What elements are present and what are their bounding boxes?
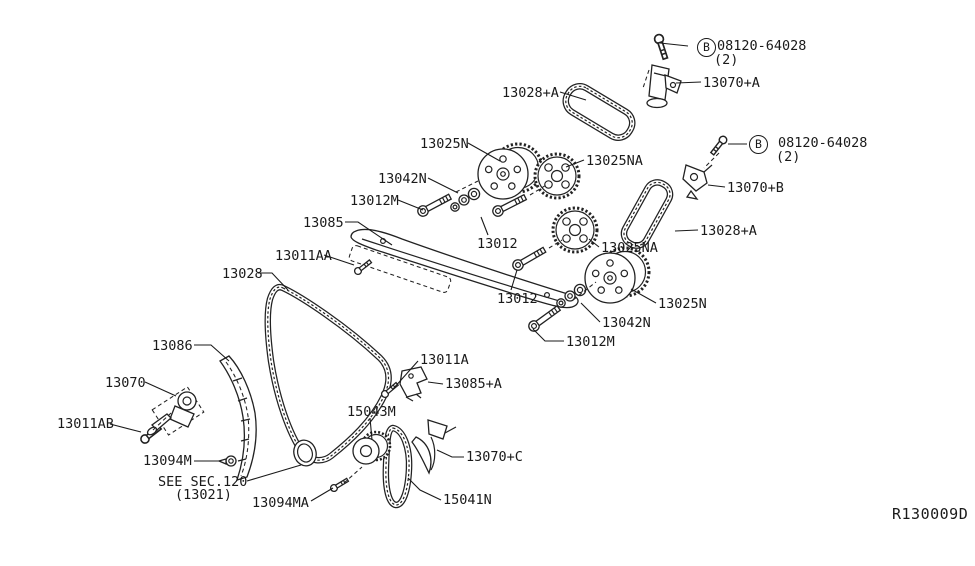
- intake-vtc-sprocket-drawing: [476, 142, 544, 201]
- chain-guide-drawing: [348, 228, 579, 309]
- oil-pump-sprocket-drawing: [352, 430, 392, 465]
- part-label-13070a: 13070+A: [703, 75, 760, 91]
- part-label-13070b: 13070+B: [727, 180, 784, 196]
- part-label-13085: 13085: [303, 215, 344, 231]
- bolt-spec-qty-2: (2): [776, 149, 801, 165]
- camshaft-chain-right-drawing: [620, 178, 674, 249]
- bolt-callout-b-icon-2: B: [749, 135, 768, 154]
- exhaust-sprocket-2-drawing: [551, 206, 599, 254]
- part-label-13012m-2: 13012M: [566, 334, 615, 350]
- plug-13094m-drawing: [217, 455, 237, 467]
- part-label-13025n: 13025N: [420, 136, 469, 152]
- bolt-13094ma-drawing: [328, 476, 350, 494]
- chain-tensioner-c-drawing: [411, 419, 457, 475]
- chain-tensioner-a-drawing: [642, 64, 682, 109]
- part-label-15043m: 15043M: [347, 404, 396, 420]
- assembly-dashed-lines: [152, 152, 720, 484]
- bolt-13011aa-drawing: [352, 257, 374, 277]
- part-label-13012: 13012: [477, 236, 518, 252]
- part-label-13086: 13086: [152, 338, 193, 354]
- exhaust-sprocket-drawing: [533, 152, 581, 200]
- part-label-13025n-2: 13025N: [658, 296, 707, 312]
- cam-bolt-13012m-drawing: [415, 191, 454, 219]
- part-label-13085a: 13085+A: [445, 376, 502, 392]
- part-label-13025na: 13025NA: [586, 153, 643, 169]
- part-label-13042n-2: 13042N: [602, 315, 651, 331]
- chain-tensioner-b-drawing: [682, 164, 713, 200]
- part-label-13011aa: 13011AA: [275, 248, 332, 264]
- bolt-spec-code-2: 08120-64028: [778, 135, 868, 151]
- bolt-spec-qty: (2): [714, 52, 739, 68]
- see-section-note: SEE SEC.120: [158, 474, 248, 490]
- bolt-b1-drawing: [652, 32, 671, 61]
- part-label-13028a-2: 13028+A: [700, 223, 757, 239]
- part-label-13011a: 13011A: [420, 352, 469, 368]
- guide-bracket-drawing: [399, 366, 428, 402]
- part-label-13042n: 13042N: [378, 171, 427, 187]
- part-label-13094m: 13094M: [143, 453, 192, 469]
- part-label-13028a: 13028+A: [502, 85, 559, 101]
- camshaft-chain-top-drawing: [561, 81, 637, 142]
- leader-lines: [109, 42, 747, 502]
- bolt-callout-b-icon: B: [697, 38, 716, 57]
- part-label-13012-2: 13012: [497, 291, 538, 307]
- part-label-13025na-2: 13025NA: [601, 240, 658, 256]
- part-label-13011ab: 13011AB: [57, 416, 114, 432]
- cam-bolt-13012m-2-drawing: [526, 303, 563, 334]
- part-label-13094ma: 13094MA: [252, 495, 309, 511]
- diagram-reference-code: R130009D: [892, 505, 969, 523]
- part-label-13012m: 13012M: [350, 193, 399, 209]
- crank-seal-drawing: [293, 439, 317, 467]
- part-label-15041n: 15041N: [443, 492, 492, 508]
- intake-vtc-sprocket-2-drawing: [583, 246, 651, 305]
- part-label-13070c: 13070+C: [466, 449, 523, 465]
- part-label-13070: 13070: [105, 375, 146, 391]
- tensioner-guide-drawing: [219, 355, 257, 481]
- see-section-ref: (13021): [175, 487, 232, 503]
- chain-tensioner-drawing: [146, 386, 205, 436]
- part-label-13028: 13028: [222, 266, 263, 282]
- bolt-spec-code: 08120-64028: [717, 38, 807, 54]
